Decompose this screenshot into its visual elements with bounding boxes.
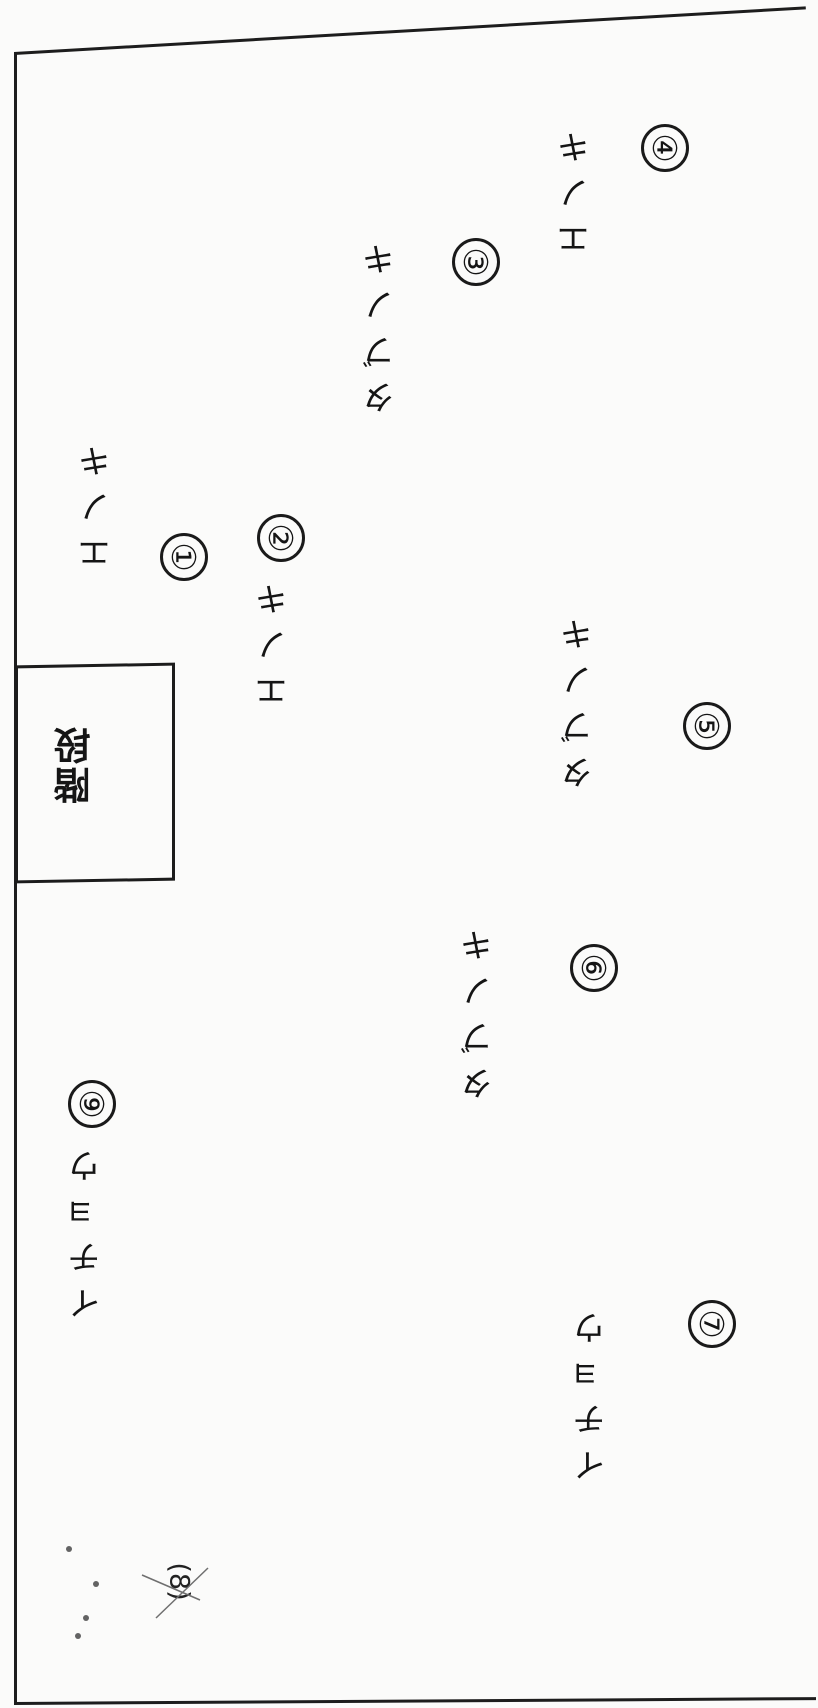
marker-2-number: ②	[257, 514, 305, 562]
frame-left	[14, 52, 17, 1704]
marker-3-species: タブノキ	[361, 230, 400, 414]
marker-5-number: ⑤	[683, 702, 731, 750]
stairs-label: 階段	[53, 724, 97, 804]
speck-1	[66, 1546, 72, 1552]
frame-top	[14, 6, 806, 55]
cross-out-mark	[141, 1567, 209, 1619]
marker-4-number: ④	[641, 124, 689, 172]
marker-1-number: ①	[160, 533, 208, 581]
frame-bottom	[14, 1697, 817, 1705]
marker-7-species: イチョウ	[572, 1298, 611, 1482]
marker-6-number: ⑥	[570, 944, 618, 992]
marker-1-species: エノキ	[77, 432, 116, 570]
marker-2-species: エノキ	[254, 570, 293, 708]
speck-4	[75, 1633, 81, 1639]
marker-7-number: ⑦	[688, 1300, 736, 1348]
marker-5-species: タブノキ	[559, 605, 598, 789]
marker-3-number: ③	[452, 238, 500, 286]
speck-3	[83, 1615, 89, 1621]
speck-2	[93, 1581, 99, 1587]
marker-6-species: タブノキ	[459, 916, 498, 1100]
marker-9-number: ⑨	[68, 1080, 116, 1128]
marker-9-species: イチョウ	[67, 1136, 106, 1320]
marker-4-species: エノキ	[556, 118, 595, 256]
